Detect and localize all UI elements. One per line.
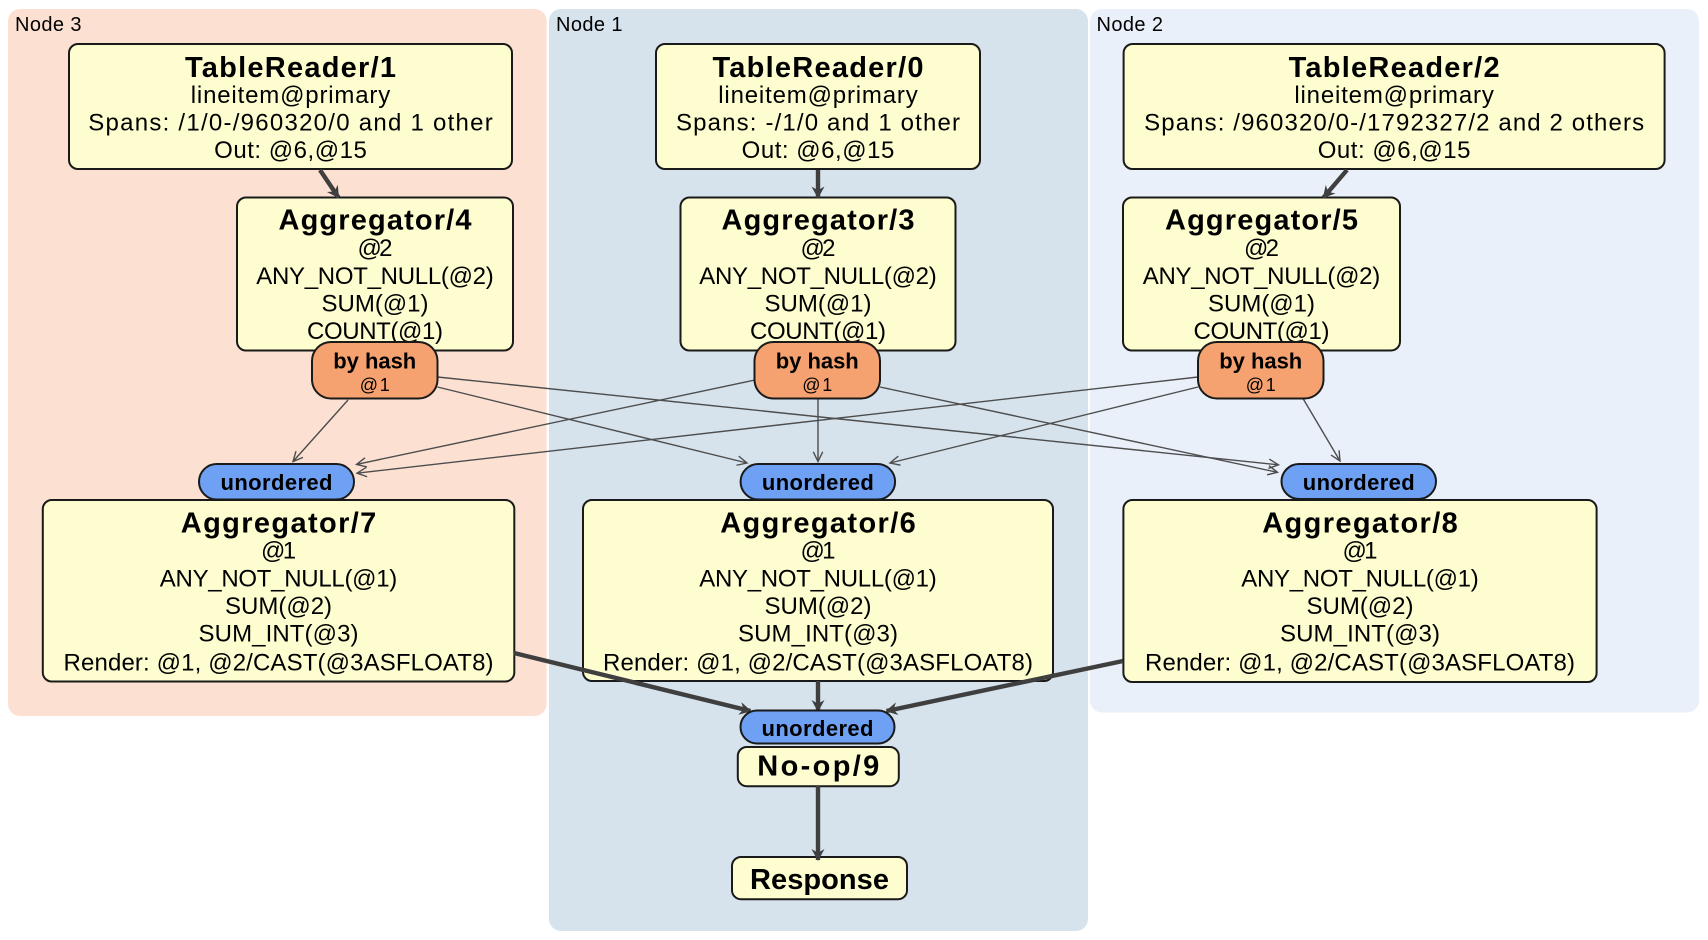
- svg-text:unordered: unordered: [221, 470, 333, 495]
- svg-text:Aggregator/3: Aggregator/3: [722, 205, 915, 237]
- svg-text:SUM(@1): SUM(@1): [322, 291, 429, 318]
- svg-text:TableReader/0: TableReader/0: [713, 52, 924, 84]
- svg-text:@1: @1: [802, 375, 832, 395]
- svg-text:@1: @1: [261, 538, 296, 565]
- svg-text:Node 2: Node 2: [1097, 14, 1164, 36]
- svg-text:TableReader/1: TableReader/1: [185, 52, 396, 84]
- svg-text:unordered: unordered: [762, 716, 874, 741]
- svg-text:Spans: /960320/0-/1792327/2 an: Spans: /960320/0-/1792327/2 and 2 others: [1144, 110, 1644, 137]
- svg-text:Node 1: Node 1: [556, 14, 623, 36]
- svg-text:Aggregator/6: Aggregator/6: [720, 508, 916, 540]
- svg-text:Node 3: Node 3: [15, 14, 82, 36]
- svg-text:Aggregator/7: Aggregator/7: [181, 508, 377, 540]
- svg-text:SUM(@2): SUM(@2): [765, 593, 872, 620]
- svg-text:SUM(@2): SUM(@2): [225, 593, 332, 620]
- svg-text:by hash: by hash: [776, 349, 859, 374]
- svg-text:@1: @1: [801, 538, 836, 565]
- svg-text:unordered: unordered: [1303, 470, 1415, 495]
- svg-text:Spans: -/1/0 and 1 other: Spans: -/1/0 and 1 other: [676, 110, 960, 137]
- svg-text:SUM(@1): SUM(@1): [1208, 291, 1315, 318]
- svg-text:ANY_NOT_NULL(@2): ANY_NOT_NULL(@2): [256, 263, 494, 290]
- svg-text:Response: Response: [750, 864, 889, 896]
- svg-text:Render: @1, @2/CAST(@3ASFLOAT8: Render: @1, @2/CAST(@3ASFLOAT8): [603, 650, 1033, 677]
- svg-text:@1: @1: [1343, 538, 1378, 565]
- svg-text:SUM_INT(@3): SUM_INT(@3): [738, 620, 898, 647]
- svg-text:by hash: by hash: [1219, 349, 1302, 374]
- svg-text:Aggregator/4: Aggregator/4: [279, 205, 472, 237]
- svg-text:@2: @2: [358, 235, 393, 262]
- svg-text:@2: @2: [801, 235, 836, 262]
- svg-text:Out: @6,@15: Out: @6,@15: [214, 137, 367, 164]
- svg-text:COUNT(@1): COUNT(@1): [750, 318, 886, 345]
- svg-text:Out: @6,@15: Out: @6,@15: [1318, 137, 1471, 164]
- svg-text:Spans: /1/0-/960320/0 and 1 ot: Spans: /1/0-/960320/0 and 1 other: [88, 110, 493, 137]
- svg-text:unordered: unordered: [762, 470, 874, 495]
- svg-text:SUM(@2): SUM(@2): [1307, 593, 1414, 620]
- svg-text:ANY_NOT_NULL(@1): ANY_NOT_NULL(@1): [1241, 565, 1479, 592]
- svg-text:Out: @6,@15: Out: @6,@15: [742, 137, 895, 164]
- svg-text:Render: @1, @2/CAST(@3ASFLOAT8: Render: @1, @2/CAST(@3ASFLOAT8): [64, 650, 494, 677]
- svg-text:Aggregator/8: Aggregator/8: [1262, 508, 1458, 540]
- svg-text:SUM_INT(@3): SUM_INT(@3): [199, 620, 359, 647]
- svg-text:@1: @1: [360, 375, 390, 395]
- svg-text:ANY_NOT_NULL(@2): ANY_NOT_NULL(@2): [699, 263, 937, 290]
- svg-text:ANY_NOT_NULL(@2): ANY_NOT_NULL(@2): [1143, 263, 1381, 290]
- svg-text:TableReader/2: TableReader/2: [1289, 52, 1500, 84]
- svg-text:Render: @1, @2/CAST(@3ASFLOAT8: Render: @1, @2/CAST(@3ASFLOAT8): [1145, 650, 1575, 677]
- svg-text:SUM_INT(@3): SUM_INT(@3): [1280, 620, 1440, 647]
- svg-text:@1: @1: [1246, 375, 1276, 395]
- svg-text:SUM(@1): SUM(@1): [765, 291, 872, 318]
- svg-text:by hash: by hash: [333, 349, 416, 374]
- svg-text:ANY_NOT_NULL(@1): ANY_NOT_NULL(@1): [699, 565, 937, 592]
- svg-text:No-op/9: No-op/9: [757, 751, 879, 783]
- svg-text:lineitem@primary: lineitem@primary: [1294, 82, 1494, 109]
- svg-text:lineitem@primary: lineitem@primary: [718, 82, 918, 109]
- svg-text:@2: @2: [1244, 235, 1279, 262]
- svg-text:ANY_NOT_NULL(@1): ANY_NOT_NULL(@1): [160, 565, 398, 592]
- svg-text:COUNT(@1): COUNT(@1): [307, 318, 443, 345]
- svg-text:COUNT(@1): COUNT(@1): [1194, 318, 1330, 345]
- svg-text:Aggregator/5: Aggregator/5: [1165, 205, 1358, 237]
- svg-text:lineitem@primary: lineitem@primary: [191, 82, 391, 109]
